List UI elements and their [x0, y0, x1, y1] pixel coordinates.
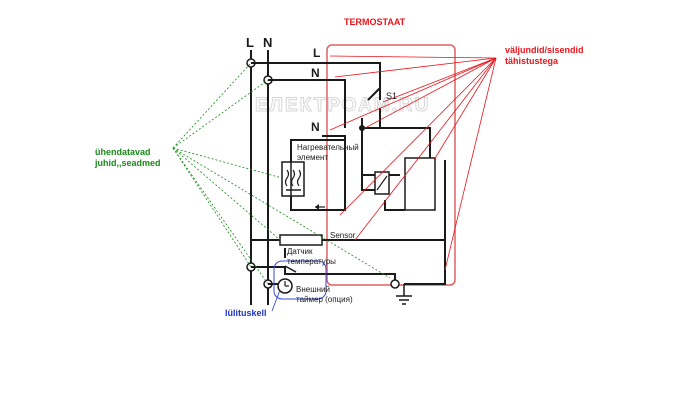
heater-label-line1: Нагревательный: [297, 143, 359, 152]
temp-sensor-label-line2: температуры: [287, 257, 336, 266]
timer-switch-label: lülituskell: [225, 308, 267, 318]
watermark: ЕЛЕКТРОАМ.RU: [255, 95, 430, 116]
clock-icon: [277, 278, 293, 294]
termostaat-title: TERMOSTAAT: [344, 17, 406, 27]
outputs-label-line2: tähistustega: [505, 56, 559, 66]
outputs-label-line1: väljundid/sisendid: [505, 45, 584, 55]
connected-label-line2: juhid,,seadmed: [94, 158, 161, 168]
connected-label-line1: ühendatavad: [95, 147, 151, 157]
heater-block: [290, 139, 346, 211]
connected-leader-lines: [172, 62, 391, 285]
thermostat-enclosure: [326, 44, 456, 286]
terminal-label-L: L: [313, 46, 320, 60]
bus-label-N: N: [263, 35, 272, 50]
s1-label: S1: [386, 91, 397, 101]
terminal-label-N1: N: [311, 66, 320, 80]
heater-element: [281, 161, 305, 197]
timer-enclosure: [273, 260, 327, 300]
control-module: [404, 157, 436, 211]
sensor-label: Sensor: [330, 231, 356, 240]
terminal-label-N2: N: [311, 120, 320, 134]
temp-sensor-label-line1: Датчик: [287, 247, 313, 256]
sensor-element: [279, 234, 323, 246]
heater-label-line2: элемент: [297, 153, 328, 162]
bus-label-L: L: [246, 35, 254, 50]
s1-node: [359, 125, 365, 131]
output-leader-lines: [329, 55, 497, 271]
ext-timer-label-line1: Внешний: [296, 285, 330, 294]
timer-leader-line: [271, 289, 281, 312]
earth-icon: [390, 279, 412, 305]
ext-timer-label-line2: таймер (опция): [296, 295, 353, 304]
